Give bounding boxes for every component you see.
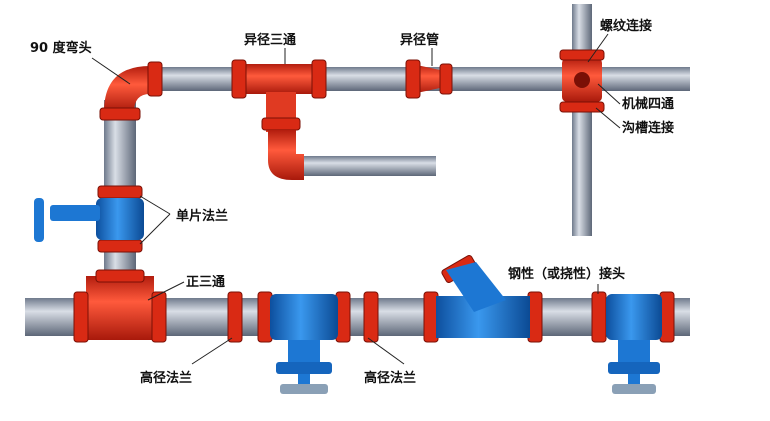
gate-valve-right-wheel bbox=[612, 384, 656, 394]
single-flange-ring-1 bbox=[97, 185, 143, 199]
label-elbow-90: 90 度弯头 bbox=[30, 40, 92, 56]
leader-lines bbox=[91, 33, 621, 365]
label-threaded-connection: 螺纹连接 bbox=[600, 18, 652, 34]
cross-center-bolt bbox=[574, 72, 590, 88]
flange-left-b bbox=[257, 291, 273, 343]
blue-valves bbox=[34, 198, 662, 394]
labels: 90 度弯头 异径三通 异径管 螺纹连接 机械四通 沟槽连接 单片法兰 正三通 … bbox=[30, 18, 674, 386]
label-reducer: 异径管 bbox=[400, 32, 439, 48]
label-groove-connection: 沟槽连接 bbox=[622, 120, 674, 136]
label-mechanical-cross: 机械四通 bbox=[622, 96, 674, 112]
label-reducing-tee: 异径三通 bbox=[244, 32, 296, 48]
flange-mid-b bbox=[363, 291, 379, 343]
coupling-ring bbox=[591, 291, 607, 343]
label-equal-tee: 正三通 bbox=[186, 274, 225, 290]
label-flange-mid: 高径法兰 bbox=[364, 370, 416, 386]
y-strainer-leg bbox=[446, 262, 506, 312]
gate-valve-left-wheel bbox=[280, 384, 328, 394]
elbow-coupling-right bbox=[147, 61, 163, 97]
label-flange-left: 高径法兰 bbox=[140, 370, 192, 386]
gate-valve-right-body bbox=[606, 294, 662, 340]
label-coupling: 钢性（或挠性）接头 bbox=[508, 266, 625, 282]
reducing-tee-body bbox=[238, 64, 322, 94]
flange-left-a bbox=[227, 291, 243, 343]
pipe-right-vertical bbox=[572, 4, 592, 236]
label-single-flange: 单片法兰 bbox=[176, 208, 228, 224]
elbow-90-fitting bbox=[104, 66, 150, 112]
elbow-coupling-bottom bbox=[99, 107, 141, 121]
y-strainer-body bbox=[436, 296, 530, 338]
gate-valve-left-body bbox=[270, 294, 338, 340]
single-flange-ring-2 bbox=[97, 239, 143, 253]
flange-mid-a bbox=[335, 291, 351, 343]
equal-tee-body bbox=[86, 276, 154, 340]
red-fittings bbox=[73, 49, 675, 343]
valve-handwheel bbox=[34, 198, 44, 242]
valve-stem bbox=[50, 205, 100, 221]
branch-elbow bbox=[268, 130, 304, 180]
pipe-branch bbox=[300, 156, 436, 176]
butterfly-valve-body bbox=[96, 198, 144, 240]
